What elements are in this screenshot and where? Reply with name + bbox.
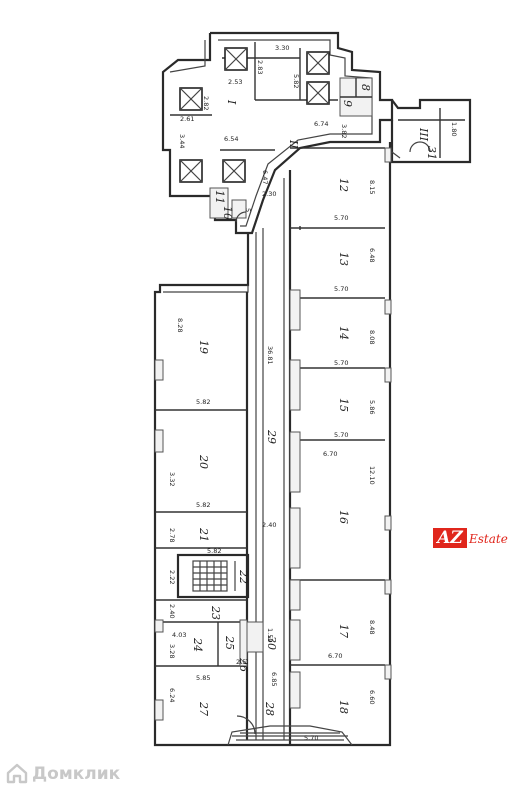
dimension-label: 6.74 bbox=[314, 120, 328, 128]
core-block-walls bbox=[161, 31, 394, 235]
dimension-label: 2.78 bbox=[168, 528, 176, 542]
dimension-label: 3.82 bbox=[340, 124, 348, 138]
dimension-label: 6.70 bbox=[323, 450, 337, 458]
room-number: 21 bbox=[197, 527, 210, 542]
dimension-label: 4.03 bbox=[172, 631, 186, 639]
dimension-label: 5.82 bbox=[196, 398, 210, 406]
room-number: 15 bbox=[337, 398, 350, 412]
dimension-label: 12.10 bbox=[368, 466, 376, 485]
dimension-label: 6.24 bbox=[168, 688, 176, 702]
room-number: 17 bbox=[337, 624, 350, 638]
room-number: 8 bbox=[359, 84, 372, 91]
room-number: 30 bbox=[265, 636, 278, 650]
room-numbers: I II III 8 9 10 11 12 13 14 15 16 17 18 … bbox=[191, 84, 438, 716]
room-number: 18 bbox=[337, 700, 350, 714]
dimension-label: 8.48 bbox=[368, 620, 376, 634]
staircase bbox=[176, 553, 250, 599]
dimension-label: 6.70 bbox=[328, 652, 342, 660]
dimension-label: 6.48 bbox=[368, 248, 376, 262]
room-number: II bbox=[287, 139, 300, 149]
dimension-label: 2.40 bbox=[262, 521, 276, 529]
room-number: 11 bbox=[213, 190, 226, 204]
room-number: 9 bbox=[341, 100, 354, 107]
house-icon bbox=[6, 763, 28, 784]
dimension-label: 3.32 bbox=[168, 472, 176, 486]
dimension-label: 2.82 bbox=[202, 96, 210, 110]
dimension-label: 5.70 bbox=[334, 285, 348, 293]
dimension-label: 3.44 bbox=[178, 134, 186, 148]
room-number: III bbox=[417, 127, 430, 142]
dimension-label: 6.54 bbox=[224, 135, 238, 143]
room-number: 31 bbox=[425, 146, 438, 160]
dimension-label: 5.82 bbox=[196, 501, 210, 509]
dimension-label: 5.86 bbox=[368, 400, 376, 414]
left-room-partitions bbox=[154, 359, 264, 721]
dimension-label: 5.70 bbox=[304, 734, 318, 742]
lift-shafts bbox=[179, 47, 330, 183]
dimension-label: 8.15 bbox=[368, 180, 376, 194]
entrance-canopy bbox=[227, 725, 353, 746]
door-swings bbox=[235, 141, 431, 735]
dimension-label: 5.85 bbox=[196, 674, 210, 682]
room-number: 10 bbox=[221, 206, 234, 220]
dimension-label: 2.83 bbox=[256, 60, 264, 74]
dimension-label: 2.61 bbox=[180, 115, 194, 123]
dimension-label: 2.53 bbox=[228, 78, 242, 86]
room-number: 14 bbox=[337, 326, 350, 340]
dimension-label: 2.22 bbox=[168, 570, 176, 584]
az-estate-logo: AZ Estate bbox=[433, 528, 511, 548]
room-number: 25 bbox=[223, 635, 236, 650]
room-number: 22 bbox=[237, 569, 250, 584]
room-number: 13 bbox=[337, 252, 350, 266]
dimension-label: 2.5 bbox=[236, 658, 246, 666]
estate-logo-text: Estate bbox=[469, 532, 508, 546]
dimension-label: 6.60 bbox=[368, 690, 376, 704]
dimension-label: 8.28 bbox=[176, 318, 184, 332]
dimension-label: 36.81 bbox=[266, 346, 274, 365]
dimension-label: 1.50 bbox=[266, 628, 274, 642]
room-number: 27 bbox=[197, 701, 210, 716]
dimension-label: 5.70 bbox=[334, 359, 348, 367]
dimension-label: 5.70 bbox=[334, 214, 348, 222]
dimension-label: 8.08 bbox=[368, 330, 376, 344]
dimension-label: 5.70 bbox=[334, 431, 348, 439]
room-number: 12 bbox=[337, 178, 350, 192]
east-annex bbox=[390, 98, 472, 164]
room-number: I bbox=[225, 99, 238, 105]
dimension-label: 6.47 bbox=[261, 170, 269, 184]
room-number: 24 bbox=[191, 637, 204, 652]
dimension-label: 1.80 bbox=[450, 122, 458, 136]
dimension-label: 6.85 bbox=[270, 672, 278, 686]
dimension-labels: 3.30 2.83 2.53 5.82 2.82 2.61 6.74 3.82 … bbox=[168, 44, 458, 742]
room-number: 23 bbox=[209, 605, 222, 620]
room-number: 28 bbox=[263, 701, 276, 716]
dimension-label: 2.40 bbox=[168, 604, 176, 618]
az-logo-mark: AZ bbox=[433, 528, 467, 548]
dimension-label: 3.28 bbox=[168, 644, 176, 658]
room-number: 19 bbox=[197, 340, 210, 354]
room-number: 26 bbox=[237, 657, 250, 672]
room-number: 16 bbox=[337, 510, 350, 524]
dimension-label: 5 bbox=[244, 208, 252, 212]
dimension-label: 3.30 bbox=[275, 44, 289, 52]
right-room-partitions bbox=[289, 147, 392, 709]
watermark-text: Домклик bbox=[32, 764, 121, 784]
dimension-label: 5.82 bbox=[207, 547, 221, 555]
room-number: 20 bbox=[197, 454, 210, 469]
room-number: 29 bbox=[265, 429, 278, 444]
dimension-label: 2.30 bbox=[262, 190, 276, 198]
dimension-label: 5.82 bbox=[292, 74, 300, 88]
